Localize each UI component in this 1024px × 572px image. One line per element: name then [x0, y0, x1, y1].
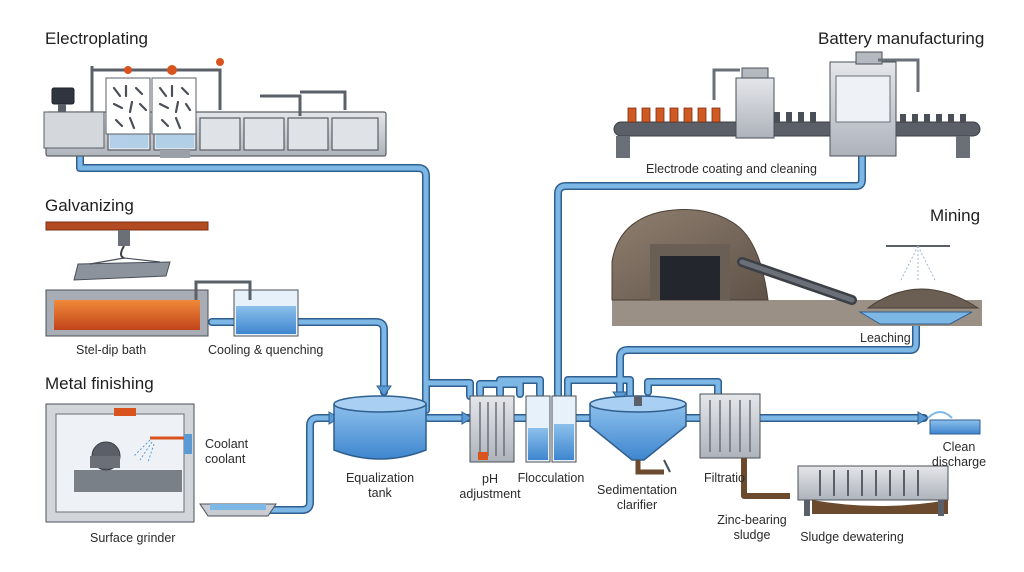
section-title-mining: Mining: [930, 206, 981, 225]
mine-tunnel: [660, 256, 720, 300]
arrow-into-equalization: [376, 385, 392, 397]
section-title-galvanizing: Galvanizing: [45, 196, 134, 215]
label-flocculation: Flocculation: [517, 471, 585, 485]
label-filtration: Filtratio: [704, 471, 745, 485]
equalization-tank: [333, 395, 427, 460]
galvanizing-line: [45, 221, 299, 337]
flocculation-tanks: [525, 395, 577, 463]
section-title-electroplating: Electroplating: [45, 29, 149, 48]
clean-discharge-basin: [927, 411, 981, 435]
metal-finishing-machine: [45, 403, 277, 523]
electroplating-line: [43, 58, 387, 158]
section-title-metal-finishing: Metal finishing: [45, 374, 154, 393]
battery-production-line: [613, 51, 981, 158]
pipe-network: [76, 146, 928, 514]
filtration-unit: [699, 393, 790, 499]
label-surface-grinder: Surface grinder: [90, 531, 176, 545]
label-electrode-coating: Electrode coating and cleaning: [646, 162, 817, 176]
label-equalization-line2: tank: [368, 486, 392, 500]
label-leaching: Leaching: [860, 331, 911, 345]
ph-adjustment-unit: [469, 395, 515, 463]
label-cooling-quenching: Cooling & quenching: [208, 343, 324, 357]
label-sedimentation-line1: Sedimentation: [597, 483, 677, 497]
steel-beam: [73, 261, 171, 281]
label-clean-discharge-line2: discharge: [931, 455, 987, 469]
label-zinc-sludge-line1: Zinc-bearing: [717, 513, 787, 527]
label-ph-line1: pH: [482, 472, 498, 486]
label-equalization-line1: Equalization: [345, 471, 415, 485]
label-ph-line2: adjustment: [459, 487, 521, 501]
section-title-battery-manufacturing: Battery manufacturing: [818, 29, 985, 48]
label-sludge-dewatering: Sludge dewatering: [800, 530, 904, 544]
label-zinc-sludge-line2: sludge: [733, 528, 771, 542]
control-panel-icon: [51, 87, 75, 105]
mining-site: [611, 209, 982, 326]
label-coolant-line2: coolant: [205, 452, 246, 466]
sedimentation-clarifier: [589, 395, 687, 475]
sludge-press: [797, 465, 949, 516]
label-coolant-line1: Coolant: [205, 437, 249, 451]
label-clean-discharge-line1: Clean: [942, 440, 976, 454]
label-hot-dip-bath: Stel-dip bath: [76, 343, 147, 357]
label-sedimentation-line2: clarifier: [616, 498, 658, 512]
